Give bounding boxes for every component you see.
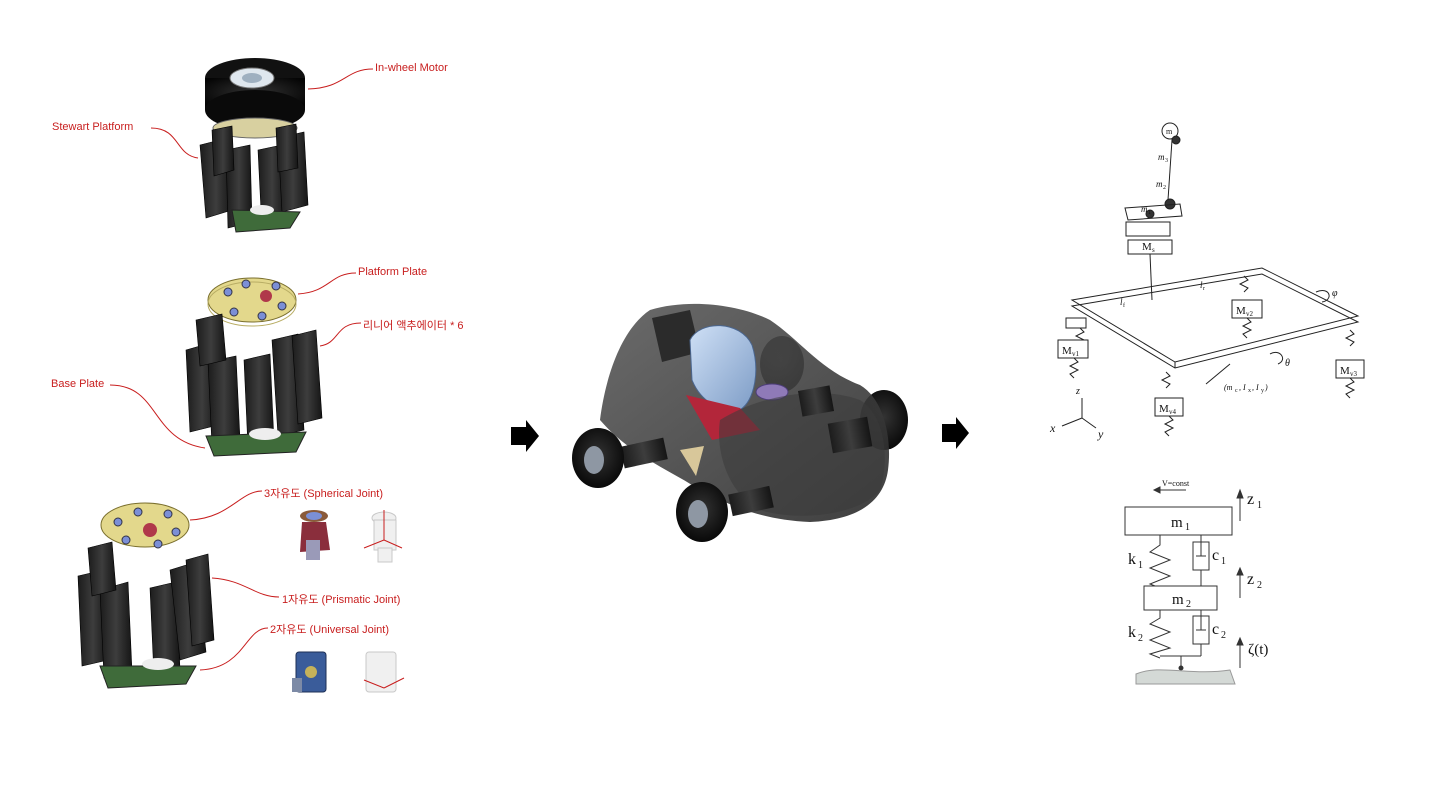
svg-text:x: x [1049,421,1056,435]
svg-text:m: m [1172,592,1184,608]
svg-text:M: M [1142,241,1152,253]
svg-text:M: M [1159,403,1169,415]
svg-text:c: c [1212,547,1219,564]
quarter-car-model [1124,486,1244,685]
universal-joint-label: 2자유도 (Universal Joint) [270,624,389,636]
svg-text:k: k [1128,624,1136,641]
svg-text:l: l [1200,280,1203,290]
vehicle-render [572,303,908,542]
svg-text:m: m [1158,152,1165,162]
right-arrow-icon [942,417,969,449]
svg-text:m: m [1156,179,1163,189]
svg-text:, I: , I [1239,383,1246,392]
svg-text:1: 1 [1138,560,1143,571]
quarter-car-labels: V=const m 1 m 2 k 1 c 1 k 2 c 2 z 1 z 2 … [1128,479,1268,658]
svg-text:k: k [1128,551,1136,568]
velocity-label: V=const [1162,479,1190,488]
svg-text:c: c [1212,621,1219,638]
svg-text:M: M [1340,365,1350,377]
svg-text:v3: v3 [1350,370,1358,378]
svg-text:): ) [1264,383,1268,392]
linear-actuator-label: 리니어 액추에이터 * 6 [363,320,464,332]
svg-text:z: z [1075,386,1080,397]
svg-text:, I: , I [1252,383,1259,392]
in-wheel-motor-label: In-wheel Motor [375,62,448,74]
platform-plate-label: Platform Plate [358,266,428,278]
svg-text:1: 1 [1185,522,1190,533]
svg-text:(m: (m [1224,383,1233,392]
svg-text:M: M [1236,305,1246,317]
universal-joint-ghost [363,651,405,693]
stewart-joint-detail [77,502,405,693]
svg-text:r: r [1203,286,1205,292]
svg-text:z: z [1247,571,1254,588]
svg-text:2: 2 [1163,185,1166,191]
svg-text:2: 2 [1138,633,1143,644]
svg-text:2: 2 [1186,599,1191,610]
svg-text:m: m [1141,204,1148,214]
svg-text:l: l [1120,297,1123,307]
svg-text:y: y [1261,388,1264,394]
universal-joint-part [292,651,327,693]
svg-text:y: y [1097,427,1104,441]
svg-text:m: m [1171,515,1183,531]
base-plate-label: Base Plate [51,378,105,390]
svg-text:c: c [1235,388,1238,394]
svg-text:φ: φ [1332,288,1338,299]
svg-text:f: f [1123,302,1125,309]
stewart-platform-exploded [185,277,323,457]
leader-lines [109,68,374,671]
spherical-joint-label: 3자유도 (Spherical Joint) [264,488,384,500]
svg-text:ζ(t): ζ(t) [1248,642,1268,658]
svg-text:2: 2 [1257,580,1262,591]
svg-text:2: 2 [1221,630,1226,641]
svg-text:1: 1 [1257,500,1262,511]
svg-text:v4: v4 [1169,408,1177,416]
svg-text:1: 1 [1148,210,1151,216]
spherical-joint-part [300,510,330,560]
right-arrow-icon [511,420,539,452]
svg-text:s: s [1152,246,1155,254]
svg-text:3: 3 [1165,158,1168,164]
svg-text:M: M [1062,345,1072,357]
svg-text:θ: θ [1285,358,1290,369]
stewart-wheel-assembly [199,58,309,233]
svg-text:v2: v2 [1246,310,1254,318]
full-vehicle-model [1057,122,1365,437]
prismatic-joint-label: 1자유도 (Prismatic Joint) [282,594,401,606]
svg-text:m: m [1166,127,1173,136]
stewart-platform-label: Stewart Platform [52,121,134,133]
svg-text:x: x [1248,388,1251,394]
spherical-joint-ghost [363,510,403,563]
svg-text:1: 1 [1221,556,1226,567]
svg-text:z: z [1247,491,1254,508]
svg-text:v1: v1 [1072,350,1080,358]
